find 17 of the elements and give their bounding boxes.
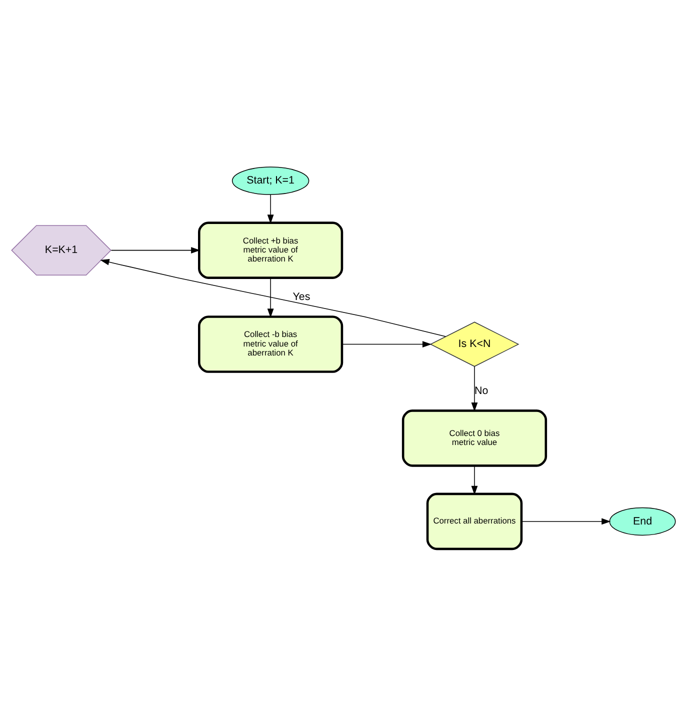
arrow [471, 366, 478, 412]
node-ellipse: Start; K=1 [232, 166, 310, 195]
arrow [521, 518, 611, 525]
arrow [267, 194, 274, 224]
arrow [267, 278, 274, 318]
node-box: Collect 0 bias metric value [402, 410, 548, 467]
node-box: Collect +b bias metric value of aberration K [198, 222, 344, 279]
arrow [471, 465, 478, 496]
node-box: Correct all aberrations [426, 492, 523, 550]
node-box: Collect -b bias metric value of aberration K [198, 316, 344, 373]
node-ellipse: End [609, 507, 676, 536]
edge-label: No [474, 385, 488, 398]
arrow [342, 341, 432, 348]
arrow [110, 247, 200, 254]
edge-label: Yes [292, 291, 310, 304]
node-diamond: Is K<N [430, 322, 520, 367]
arrow [100, 258, 446, 337]
